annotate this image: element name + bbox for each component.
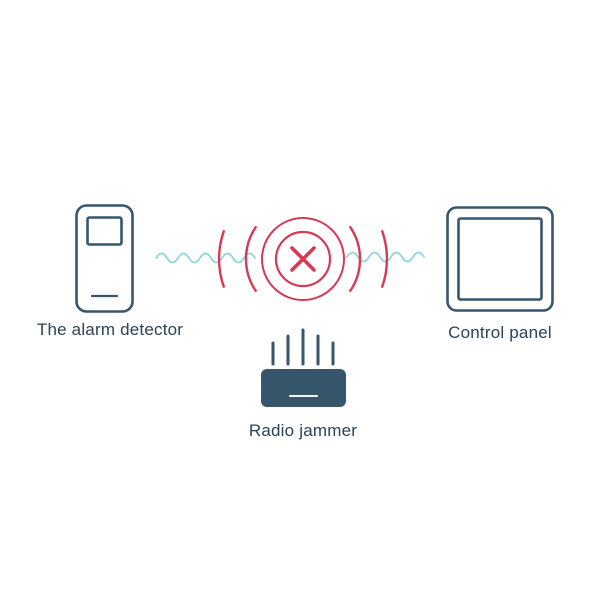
radio-jammer-icon [261,328,346,407]
alarm-detector-label: The alarm detector [36,320,184,339]
x-mark-icon [290,246,316,272]
radio-wave-left-icon [155,252,256,264]
jam-mid-arc-left [244,225,258,293]
jammer-box [261,369,346,407]
jam-ring [261,217,345,301]
control-panel-frame [446,206,554,312]
control-panel-icon [446,206,554,312]
jam-outer-arc-left [217,229,226,289]
jam-outer-arc-right [380,229,389,289]
alarm-detector-window [86,216,123,246]
radio-wave-right-icon [346,251,425,263]
jam-signal-icon [217,217,389,301]
radio-jammer-label: Radio jammer [248,421,358,440]
alarm-detector-body [75,204,134,313]
jam-circle [274,230,332,288]
jam-mid-arc-right [348,225,362,293]
alarm-detector-icon [75,204,134,313]
control-panel-label: Control panel [448,323,552,342]
control-panel-screen [457,217,543,301]
